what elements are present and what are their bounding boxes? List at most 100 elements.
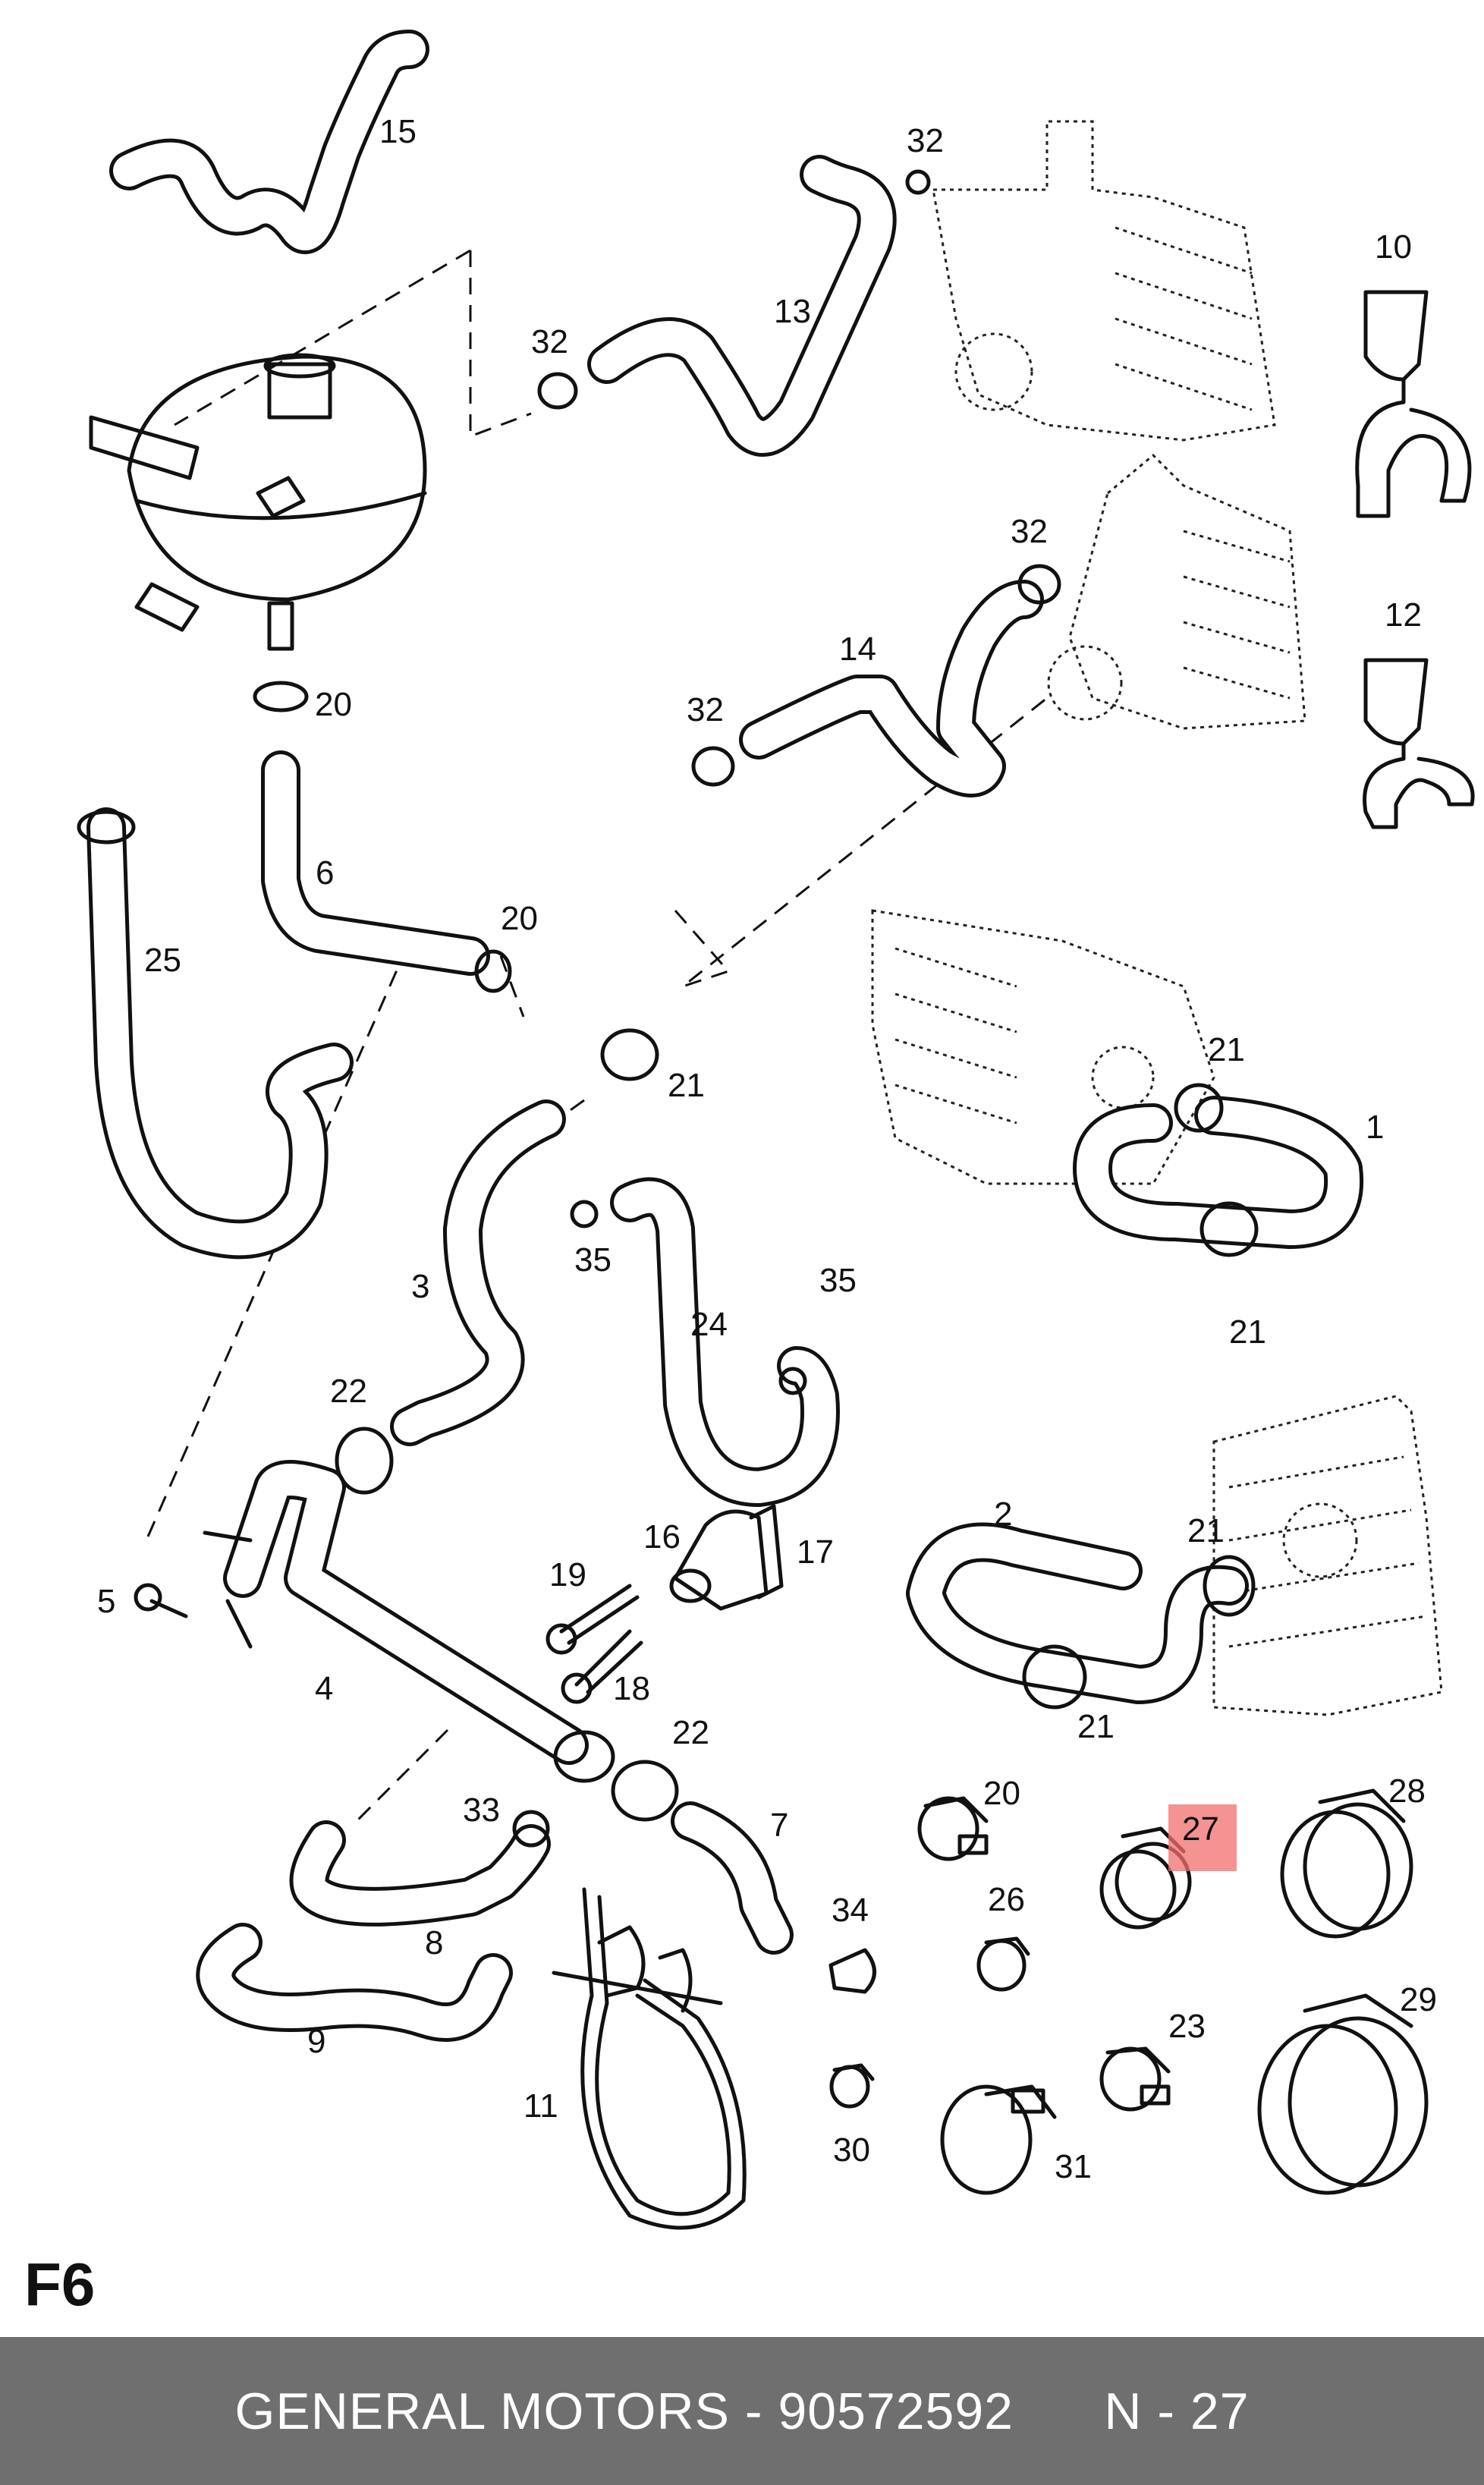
callout-21: 21 [1077, 1708, 1115, 1745]
clamp-35-top [570, 1200, 599, 1228]
callout-6: 6 [316, 854, 334, 892]
callout-32: 32 [687, 691, 724, 728]
callout-16: 16 [643, 1518, 681, 1555]
clamp-21-hose1-top [1174, 1083, 1224, 1133]
clamp-20-loose [917, 1796, 989, 1861]
footer-text: GENERAL MOTORS - 90572592 N - 27 [234, 2382, 1249, 2441]
thermostat-housing-16 [669, 1509, 769, 1611]
clip-12 [1363, 658, 1475, 829]
callout-20: 20 [983, 1775, 1020, 1812]
strap-11 [552, 1887, 747, 2230]
clamp-31 [940, 2084, 1057, 2195]
expansion-tank [89, 353, 427, 651]
callout-7: 7 [770, 1807, 788, 1844]
callout-3: 3 [411, 1268, 429, 1305]
callout-14: 14 [839, 631, 876, 668]
callout-21: 21 [1229, 1313, 1266, 1351]
callout-9: 9 [307, 2023, 325, 2060]
callout-21: 21 [1187, 1512, 1225, 1549]
callout-4: 4 [315, 1670, 333, 1707]
callout-15: 15 [379, 113, 417, 150]
footer-bar: GENERAL MOTORS - 90572592 N - 27 [0, 2337, 1484, 2485]
callout-13: 13 [774, 293, 811, 330]
bolt-19 [545, 1584, 640, 1655]
callout-35: 35 [819, 1262, 857, 1299]
engine-outline-mid [1047, 453, 1306, 730]
callout-32: 32 [1011, 513, 1048, 550]
callout-28: 28 [1388, 1773, 1426, 1810]
footer-brand: GENERAL MOTORS [234, 2382, 731, 2440]
clamp-22-lower [611, 1760, 679, 1822]
callout-11: 11 [523, 2087, 558, 2125]
callout-12: 12 [1385, 596, 1422, 634]
hose-13 [587, 155, 897, 457]
callout-23: 23 [1168, 2008, 1206, 2045]
hose-1 [1073, 1096, 1364, 1249]
callout-33: 33 [463, 1791, 500, 1829]
clamp-20-tank [253, 681, 309, 712]
footer-separator: - [730, 2382, 778, 2440]
callout-24: 24 [690, 1306, 728, 1343]
callout-1: 1 [1366, 1109, 1384, 1146]
clamp-21-hose2-right [1203, 1555, 1256, 1617]
hose-14 [739, 580, 1044, 797]
callout-19: 19 [549, 1556, 586, 1593]
callout-22: 22 [672, 1714, 709, 1751]
callout-20: 20 [501, 900, 538, 937]
callout-labels: 15 32 10 32 13 32 12 14 32 20 6 20 25 21… [97, 113, 1437, 2185]
hose-2 [906, 1522, 1249, 1704]
clamp-32-mid [1017, 564, 1061, 605]
clamp-32-lower [691, 746, 735, 787]
highlight-box-27 [1168, 1804, 1237, 1871]
hose-15 [109, 30, 429, 254]
callout-35: 35 [574, 1241, 612, 1279]
clamp-27 [1099, 1826, 1192, 1930]
hose-3 [390, 1099, 566, 1446]
callout-26: 26 [988, 1881, 1025, 1918]
clamp-35-bottom [778, 1367, 807, 1395]
gasket-17 [749, 1504, 784, 1600]
parts-diagram: 15 32 10 32 13 32 12 14 32 20 6 20 25 21… [77, 30, 1475, 2230]
pipe-4 [203, 1460, 615, 1783]
engine-outline-top [932, 120, 1276, 442]
footer-callout: N - 27 [1104, 2382, 1250, 2440]
clamp-21-hose2-left [1022, 1644, 1087, 1710]
callout-8: 8 [425, 1924, 443, 1961]
clamp-21-hose1-bottom [1199, 1201, 1259, 1257]
callout-30: 30 [833, 2131, 870, 2169]
hose-8 [289, 1820, 551, 1927]
callout-21: 21 [1208, 1031, 1245, 1068]
callout-10: 10 [1375, 228, 1412, 266]
hose-25 [77, 807, 354, 1260]
clamp-30 [829, 2063, 875, 2109]
clamp-22-upper [335, 1427, 394, 1495]
callout-32: 32 [907, 122, 944, 159]
footer-gap [1014, 2383, 1104, 2440]
clamp-21-upper [600, 1028, 659, 1081]
clamp-23 [1099, 2046, 1171, 2112]
figure-code: F6 [24, 2251, 96, 2318]
clamp-33 [512, 1810, 550, 1848]
callout-34: 34 [832, 1892, 869, 1929]
callout-2: 2 [994, 1496, 1012, 1533]
engine-outline-lower [1212, 1395, 1443, 1716]
callout-17: 17 [797, 1533, 834, 1571]
callout-25: 25 [144, 942, 181, 979]
clip-10 [1355, 290, 1472, 518]
callout-21: 21 [668, 1067, 705, 1104]
hose-7 [671, 1801, 794, 1955]
clamp-26 [976, 1936, 1030, 1992]
bolt-5 [134, 1583, 188, 1618]
callout-27: 27 [1182, 1810, 1219, 1848]
clamp-34 [828, 1948, 876, 1994]
bolt-18 [561, 1629, 643, 1704]
footer-part-number: 90572592 [778, 2382, 1014, 2440]
callout-5: 5 [97, 1583, 115, 1620]
hose-6 [261, 750, 490, 976]
clamp-29 [1257, 1993, 1429, 2195]
clamp-28 [1280, 1788, 1413, 1939]
hose-9 [196, 1923, 513, 2042]
clamp-32-upper [537, 372, 578, 410]
callout-18: 18 [613, 1670, 650, 1707]
callout-22: 22 [330, 1373, 367, 1410]
